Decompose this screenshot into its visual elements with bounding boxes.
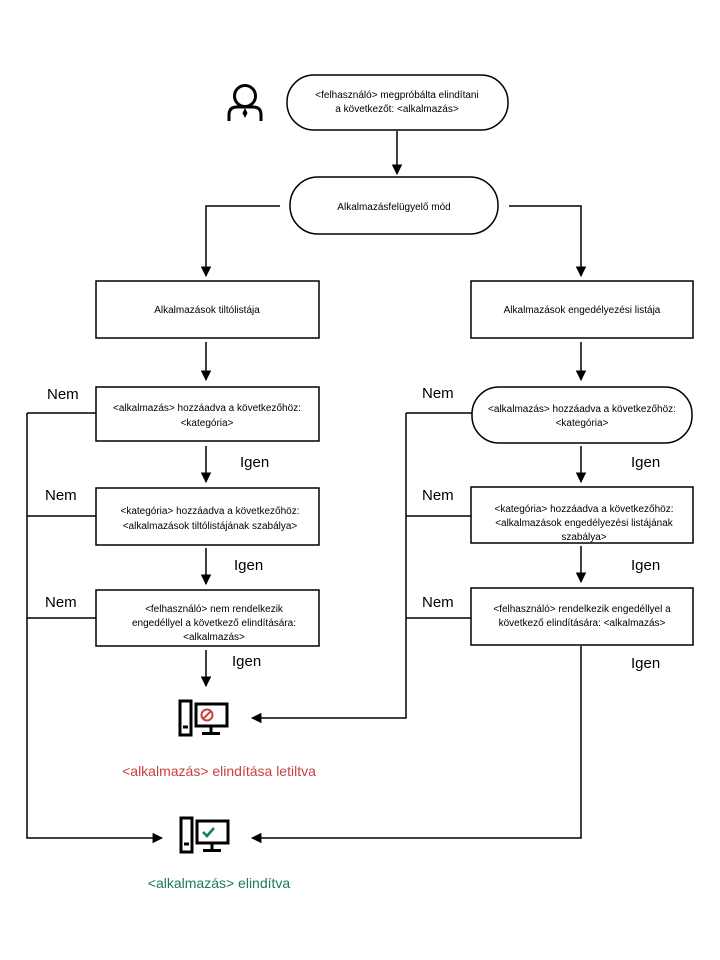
arrow-mode-to-left	[200, 205, 280, 278]
right-q1-no-label: Nem	[422, 385, 454, 402]
left-q3-line-3: <alkalmazás>	[183, 632, 245, 643]
left-q2-yes-label: Igen	[234, 557, 263, 574]
right-q3-no-label: Nem	[422, 594, 454, 611]
right-q2-line-3: szabálya>	[561, 532, 606, 543]
computer-blocked-icon	[178, 699, 229, 737]
right-q2-yes-label: Igen	[631, 557, 660, 574]
right-q3-line-1: <felhasználó> rendelkezik engedéllyel a	[493, 604, 671, 615]
left-q1-node: <alkalmazás> hozzáadva a következőhöz: <…	[95, 386, 320, 442]
computer-allowed-icon	[179, 816, 230, 854]
right-q3-line-2: következő elindítására: <alkalmazás>	[499, 618, 666, 629]
left-q3-node: <felhasználó> nem rendelkezik engedéllye…	[95, 589, 320, 647]
arrow-right-no-to-blocked	[250, 413, 407, 724]
left-q1-line-1: <alkalmazás> hozzáadva a következőhöz:	[113, 403, 301, 414]
left-q2-line-2: <alkalmazások tiltólistájának szabálya>	[123, 521, 298, 532]
right-q2-line-2: <alkalmazások engedélyezési listájának	[495, 518, 674, 529]
left-q1-no-label: Nem	[47, 386, 79, 403]
right-q2-no-label: Nem	[422, 487, 454, 504]
arrow-mode-to-right	[509, 205, 587, 278]
right-q2-node: <kategória> hozzáadva a következőhöz: <a…	[470, 486, 694, 544]
start-line-1: <felhasználó> megpróbálta elindítani	[315, 90, 478, 101]
left-q3-line-1: <felhasználó> nem rendelkezik	[145, 604, 284, 615]
left-q2-node: <kategória> hozzáadva a következőhöz: <a…	[95, 487, 320, 546]
start-line-2: a következőt: <alkalmazás>	[335, 104, 459, 115]
left-list-node: Alkalmazások tiltólistája	[95, 280, 320, 339]
mode-label: Alkalmazásfelügyelő mód	[337, 202, 450, 213]
right-q1-node: <alkalmazás> hozzáadva a következőhöz: <…	[471, 386, 693, 444]
right-q1-line-2: <kategória>	[556, 418, 609, 429]
right-q3-node: <felhasználó> rendelkezik engedéllyel a …	[470, 587, 694, 646]
right-list-label: Alkalmazások engedélyezési listája	[504, 305, 661, 316]
left-q3-no-label: Nem	[45, 594, 77, 611]
result-blocked-label: <alkalmazás> elindítása letiltva	[122, 763, 316, 779]
left-q1-yes-label: Igen	[240, 454, 269, 471]
left-q2-no-label: Nem	[45, 487, 77, 504]
arrow-left-no-to-allowed	[26, 413, 164, 844]
right-q3-yes-label: Igen	[631, 655, 660, 672]
right-list-node: Alkalmazások engedélyezési listája	[470, 280, 694, 339]
left-q1-line-2: <kategória>	[181, 418, 234, 429]
result-allowed-label: <alkalmazás> elindítva	[148, 875, 291, 891]
right-q2-line-1: <kategória> hozzáadva a következőhöz:	[494, 504, 673, 515]
right-q1-yes-label: Igen	[631, 454, 660, 471]
start-node: <felhasználó> megpróbálta elindítani a k…	[286, 74, 509, 131]
mode-node: Alkalmazásfelügyelő mód	[289, 176, 499, 235]
right-q1-line-1: <alkalmazás> hozzáadva a következőhöz:	[488, 404, 676, 415]
left-q3-line-2: engedéllyel a következő elindítására:	[132, 618, 296, 629]
user-tie-icon	[227, 84, 263, 121]
left-q3-yes-label: Igen	[232, 653, 261, 670]
arrow-right-q3-yes-to-allowed	[250, 646, 582, 844]
left-list-label: Alkalmazások tiltólistája	[154, 305, 260, 316]
left-q2-line-1: <kategória> hozzáadva a következőhöz:	[120, 506, 299, 517]
